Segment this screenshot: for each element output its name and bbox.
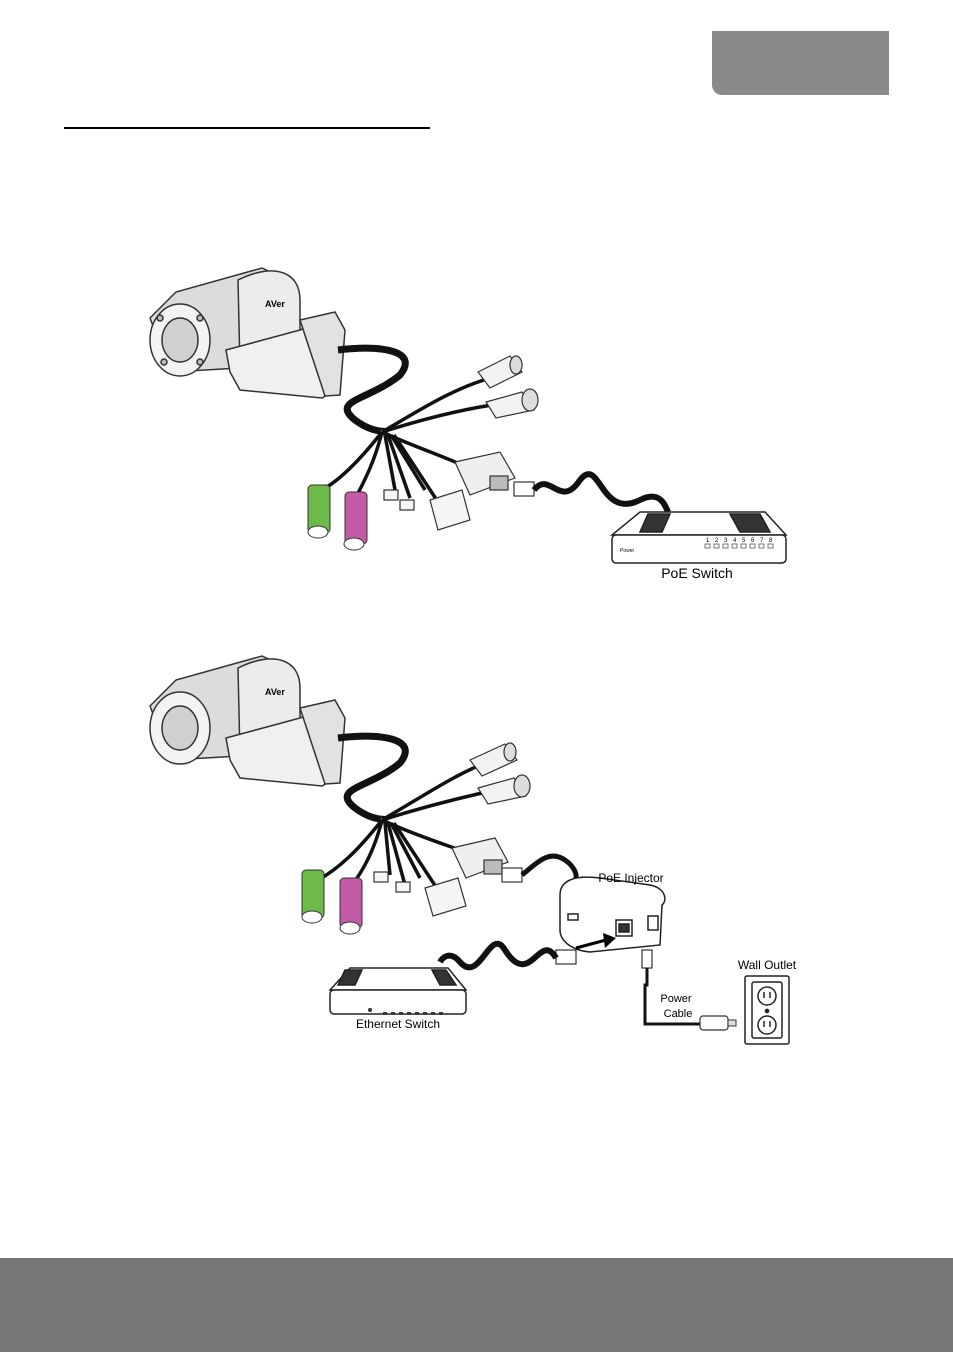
poe-injector-label: PoE Injector <box>598 871 663 885</box>
ethernet-switch <box>330 968 466 1015</box>
network-cable-switch-to-injector <box>440 944 556 968</box>
camera-illustration-2: AVer <box>150 656 345 786</box>
wall-outlet-label: Wall Outlet <box>738 958 797 972</box>
audio-connectors-2 <box>302 870 362 934</box>
cable-branches-2 <box>318 766 482 890</box>
power-cable-label-line1: Power <box>660 993 692 1005</box>
rj45-coupler-2 <box>452 838 508 878</box>
camera-cable-2 <box>338 736 405 820</box>
rj45-plug-3 <box>556 950 576 964</box>
svg-text:AVer: AVer <box>265 687 285 697</box>
power-cable-label-line2: Cable <box>664 1008 693 1020</box>
terminal-block-2 <box>374 872 466 916</box>
ethernet-switch-label: Ethernet Switch <box>356 1017 440 1031</box>
network-cable-camera-to-injector <box>522 856 576 880</box>
rj45-plug-2 <box>502 868 522 882</box>
wall-outlet <box>745 976 789 1044</box>
page-footer-bar <box>0 1258 953 1352</box>
